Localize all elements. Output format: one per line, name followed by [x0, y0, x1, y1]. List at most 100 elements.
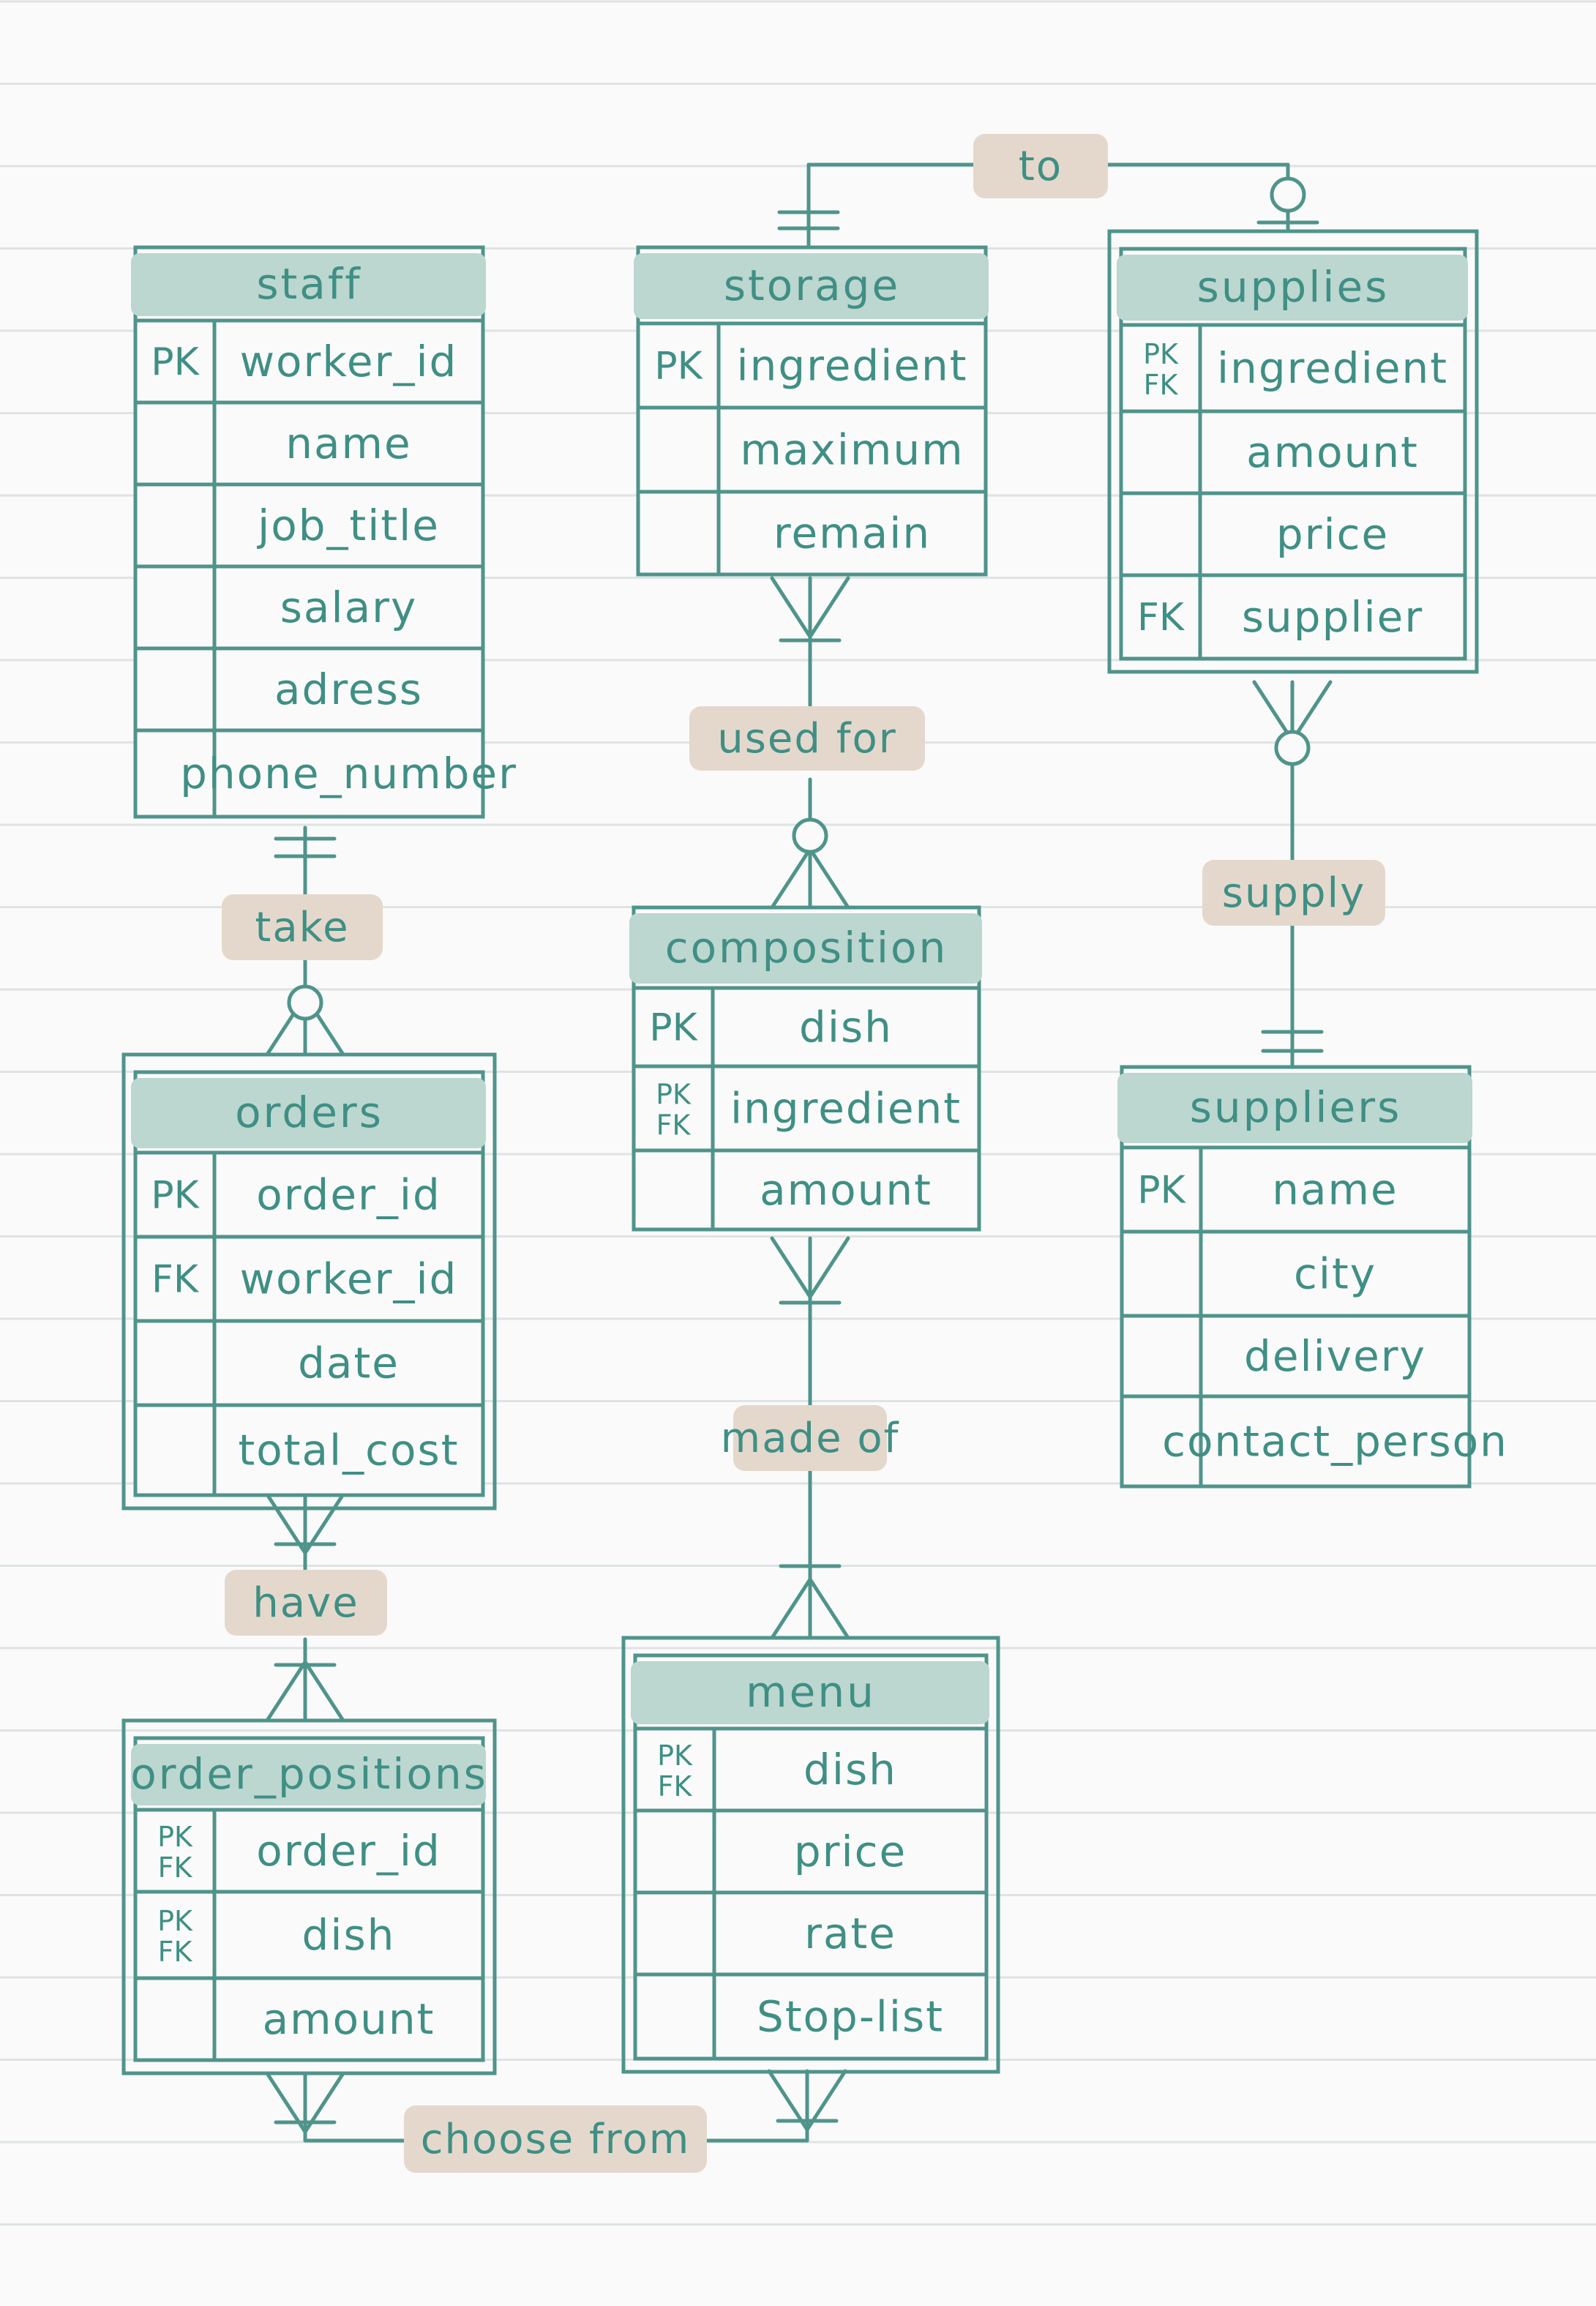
key-label: PK	[1137, 1169, 1186, 1213]
attribute-name: date	[298, 1339, 400, 1388]
attribute-name: ingredient	[730, 1084, 962, 1134]
relationship-label-to: to	[973, 134, 1108, 198]
attribute-name: job_title	[256, 501, 440, 550]
attribute-name: total_cost	[239, 1426, 460, 1475]
weak-entity-border	[121, 1718, 497, 2075]
attribute-name: price	[794, 1827, 907, 1876]
entity-title: supplies	[1197, 262, 1390, 312]
attribute-name: worker_id	[240, 337, 458, 386]
relationship-label-take: take	[222, 894, 383, 960]
zero-marker	[1270, 176, 1306, 213]
attribute-name: supplier	[1242, 592, 1423, 642]
attribute-name: maximum	[740, 425, 964, 475]
relationship-label-made-of: made of	[721, 1405, 898, 1471]
entity-title: orders	[235, 1088, 383, 1137]
entity-header	[1117, 1073, 1472, 1143]
attribute-name: remain	[773, 509, 931, 558]
rel-to	[777, 162, 1319, 250]
attribute-row: PK ingredient	[654, 341, 967, 391]
label-text: used for	[717, 715, 896, 763]
entity-title: storage	[724, 261, 900, 310]
entity-header	[634, 253, 989, 319]
weak-entity-border	[121, 1052, 497, 1510]
connector-line	[265, 1660, 307, 1723]
label-pill	[733, 1405, 887, 1471]
attribute-row: price	[794, 1827, 907, 1876]
entity-header	[131, 1078, 486, 1148]
key-label: PK	[151, 1174, 200, 1218]
entity-title: suppliers	[1190, 1082, 1402, 1132]
attribute-name: delivery	[1244, 1331, 1426, 1381]
connector-line	[808, 1236, 850, 1299]
relationship-label-have: have	[225, 1570, 387, 1636]
relationship-labels: to used for supply take made of have choose fr…	[222, 134, 1385, 2173]
attribute-name: phone_number	[180, 749, 517, 798]
weak-entity-border	[1107, 229, 1479, 674]
connector-line	[770, 847, 812, 910]
entity-title: menu	[746, 1667, 876, 1717]
entity-header	[631, 1661, 989, 1724]
attribute-name: price	[1276, 509, 1389, 559]
label-text: to	[1019, 143, 1063, 190]
rel-supply	[1252, 680, 1333, 1069]
rel-used-for	[770, 576, 850, 910]
label-pill	[689, 706, 925, 771]
attribute-row: name	[285, 419, 411, 468]
rel-choose-from	[265, 2069, 847, 2143]
zero-marker	[287, 984, 323, 1021]
attribute-row: amount	[760, 1165, 932, 1215]
connector-line	[808, 847, 850, 910]
weak-entity-border	[621, 1636, 1000, 2074]
attribute-name: worker_id	[240, 1254, 458, 1304]
attribute-row: remain	[773, 509, 931, 558]
label-pill	[1202, 860, 1385, 926]
connector-line	[770, 576, 812, 639]
relationship-label-choose-from: choose from	[404, 2105, 707, 2173]
attribute-row: Stop-list	[757, 1992, 944, 2042]
attribute-name: amount	[760, 1165, 932, 1215]
label-pill	[222, 894, 383, 960]
label-pill	[973, 134, 1108, 198]
attribute-name: name	[285, 419, 411, 468]
entity-header	[131, 253, 486, 316]
attribute-name: amount	[1246, 427, 1419, 477]
key-label: FK	[151, 1258, 200, 1302]
entity-header	[629, 913, 982, 984]
attribute-name: salary	[280, 583, 418, 632]
key-label: PK	[151, 340, 200, 384]
attribute-name: Stop-list	[757, 1992, 944, 2042]
relationship-label-supply: supply	[1202, 860, 1385, 926]
connector-line	[1290, 680, 1333, 743]
attribute-row: amount	[263, 1994, 435, 2044]
attribute-name: ingredient	[736, 341, 967, 391]
connector-line	[808, 576, 850, 639]
attribute-row: PK worker_id	[151, 337, 458, 386]
zero-marker	[1274, 730, 1311, 766]
label-text: take	[255, 904, 349, 951]
attribute-name: ingredient	[1217, 343, 1448, 393]
label-text: supply	[1222, 869, 1365, 917]
rel-take	[265, 826, 345, 1057]
connector-line	[770, 1236, 812, 1299]
attribute-row: amount	[1246, 427, 1419, 477]
attribute-row: total_cost	[239, 1426, 460, 1475]
attribute-name: amount	[263, 1994, 435, 2044]
entity-header	[1117, 255, 1468, 321]
entity-box	[133, 245, 485, 819]
key-label: PK	[654, 345, 703, 389]
attribute-row: maximum	[740, 425, 964, 475]
attribute-name: dish	[302, 1910, 396, 1960]
connector-line	[770, 1577, 812, 1640]
